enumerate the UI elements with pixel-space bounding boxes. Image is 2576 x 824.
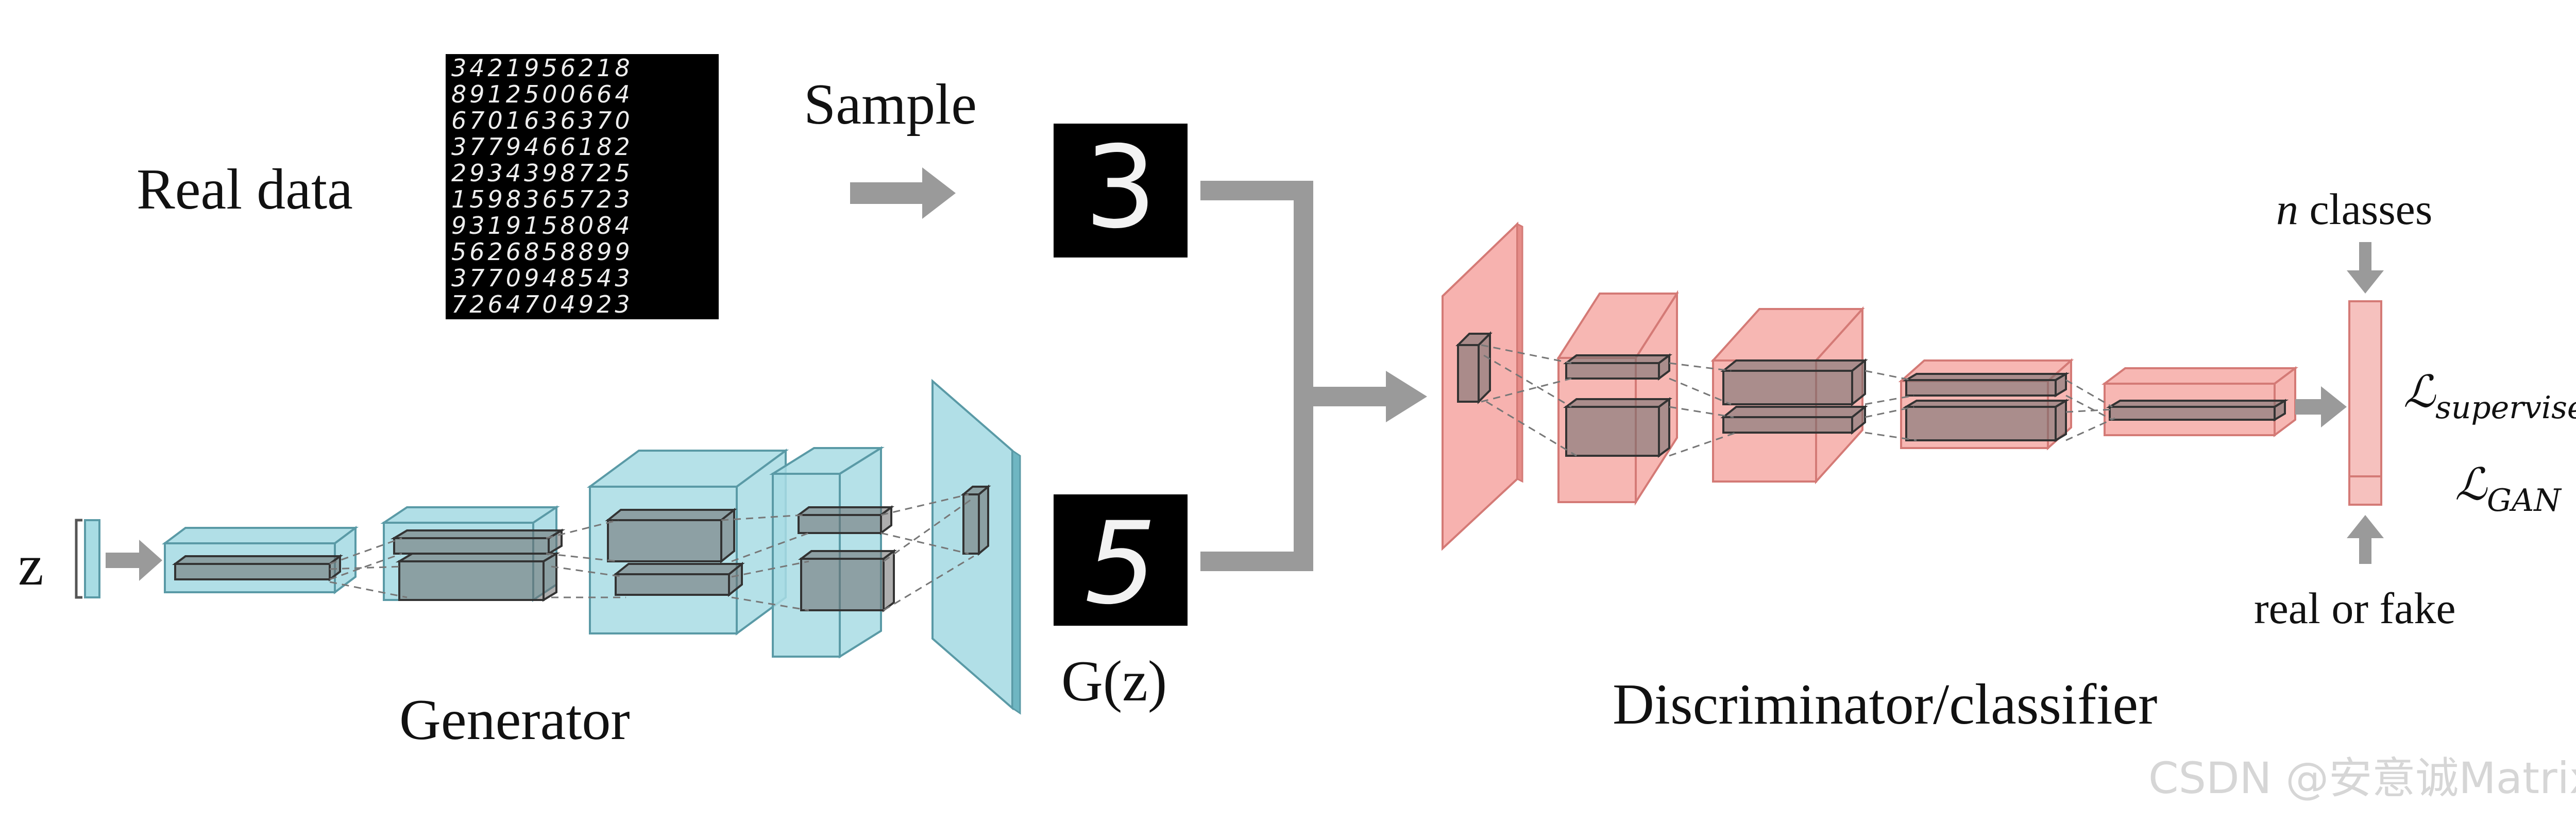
gz-label: G(z)	[1061, 649, 1167, 713]
feature-map-block	[798, 549, 897, 612]
feature-map-block	[172, 554, 343, 581]
sampled-digit-image: 3	[1054, 122, 1188, 258]
generator-label: Generator	[399, 688, 630, 752]
generator-network	[162, 379, 1021, 715]
z-bracket	[75, 519, 82, 599]
z-vector	[84, 519, 100, 598]
mnist-grid-row: 8912500664	[451, 80, 633, 108]
output-layer	[2348, 300, 2382, 506]
n-classes-label: n classes	[2276, 184, 2432, 234]
feature-map-block	[1720, 404, 1868, 435]
mnist-grid-row: 3779466182	[451, 133, 633, 161]
merge-connector	[1200, 181, 1391, 571]
real-data-label: Real data	[137, 158, 353, 221]
z-label: z	[18, 534, 44, 597]
mnist-grid-row: 7264704923	[451, 290, 633, 318]
feature-map-block	[1720, 358, 1868, 407]
mnist-grid-row: 1598365723	[451, 185, 633, 213]
connection-lines	[1481, 344, 2115, 457]
feature-map-block	[1902, 399, 2070, 442]
mnist-sample-grid: 3421956218891250066467016363703779466182…	[446, 54, 719, 319]
feature-map-block	[2106, 399, 2289, 422]
sample-arrow	[850, 167, 956, 219]
feature-map-block	[1563, 353, 1672, 381]
feature-map-block	[390, 528, 566, 556]
feature-map-block	[605, 507, 737, 564]
feature-map-block	[960, 484, 991, 556]
mnist-grid-row: 6701636370	[451, 107, 633, 134]
mnist-grid-row: 2934398725	[451, 159, 633, 187]
feature-map-block	[795, 505, 894, 535]
sampled-digit: 3	[1084, 122, 1157, 253]
discriminator-layer-1	[1556, 290, 1679, 506]
watermark: CSDN @安意诚Matrix	[2148, 753, 2576, 803]
feature-map-block	[1902, 372, 2070, 398]
output-arrow	[2295, 386, 2347, 427]
feature-map-block	[1455, 331, 1493, 404]
mnist-grid-row: 9319158084	[451, 212, 633, 239]
loss-supervised: ℒsupervised	[2403, 366, 2576, 426]
mnist-grid-row: 3770948543	[451, 264, 633, 292]
loss-gan: ℒGAN	[2455, 459, 2562, 519]
generated-digit: 5	[1084, 497, 1157, 629]
real-fake-arrow	[2347, 515, 2384, 564]
discriminator-label: Discriminator/classifier	[1613, 673, 2157, 736]
connection-lines	[329, 493, 974, 611]
feature-map-block	[1563, 397, 1672, 458]
mnist-grid-row: 3421956218	[451, 54, 633, 82]
z-arrow	[106, 540, 162, 581]
sample-label: Sample	[804, 73, 977, 136]
feature-map-block	[613, 561, 745, 597]
discriminator-network	[1442, 221, 2298, 551]
merge-arrowhead	[1386, 371, 1427, 422]
feature-map-block	[395, 552, 561, 602]
real-or-fake-label: real or fake	[2254, 583, 2456, 633]
generated-digit-image: 5	[1054, 494, 1188, 629]
n-classes-arrow	[2347, 242, 2384, 294]
mnist-grid-row: 5626858899	[451, 238, 633, 266]
